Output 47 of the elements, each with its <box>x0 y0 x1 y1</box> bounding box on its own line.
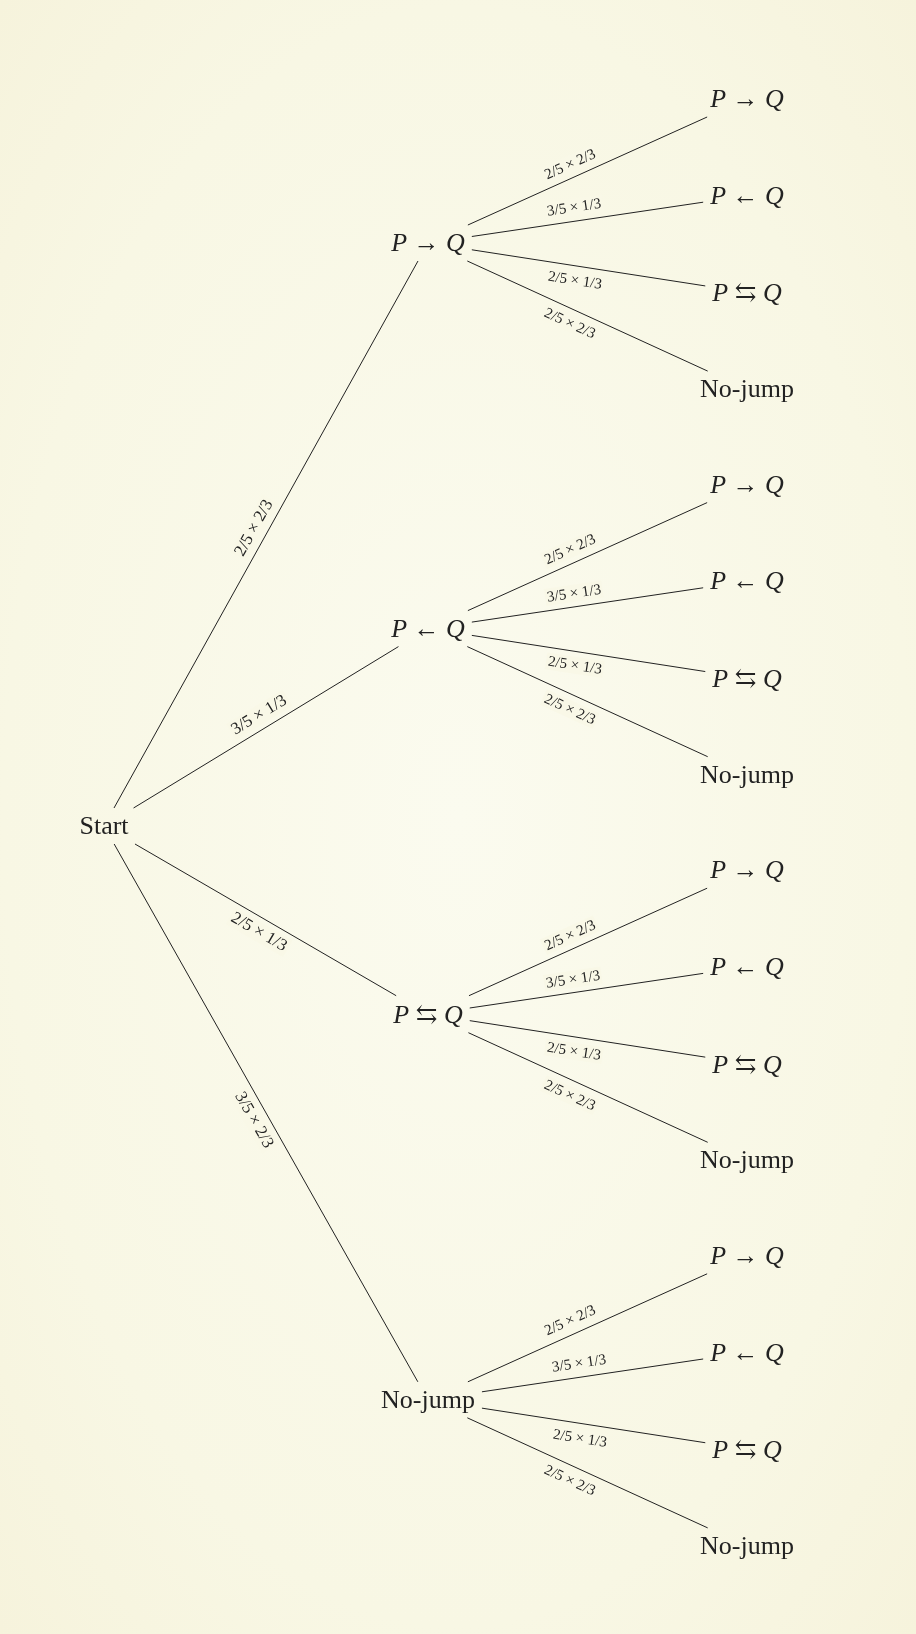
branch-line <box>471 249 706 287</box>
outcome-label: P ← Q <box>706 178 788 213</box>
branch-line <box>471 201 704 237</box>
outcome-label: P → Q <box>706 1238 788 1273</box>
branch-line <box>466 646 709 758</box>
outcome-label: P → Q <box>706 82 788 116</box>
outcome-label: P ⇆ Q <box>708 1046 786 1082</box>
probability-label: 3/5 × 1/3 <box>543 580 604 606</box>
probability-label: 3/5 × 1/3 <box>542 966 603 991</box>
branch-line <box>471 587 704 623</box>
outcome-label: No-jump <box>696 757 798 792</box>
branch-line <box>467 502 708 612</box>
probability-label: 2/5 × 1/3 <box>544 652 605 679</box>
branch-line <box>467 1032 709 1143</box>
outcome-label: No-jump <box>696 1143 798 1178</box>
branch-line <box>481 1407 706 1444</box>
branch-line <box>469 972 704 1009</box>
outcome-label: No-jump <box>696 1528 798 1563</box>
outcome-label: P ← Q <box>706 949 788 984</box>
outcome-label: No-jump <box>696 372 798 407</box>
branch-line <box>113 843 419 1383</box>
branch-line <box>481 1358 704 1393</box>
outcome-label: P ⇆ Q <box>708 1431 786 1467</box>
branch-line <box>469 1020 706 1058</box>
outcome-label: P → Q <box>706 467 788 502</box>
branch-line <box>467 1273 708 1383</box>
outcome-label: P ← Q <box>387 611 469 646</box>
branch-line <box>471 634 706 673</box>
probability-label: 2/5 × 2/3 <box>539 689 600 729</box>
probability-label: 2/5 × 2/3 <box>540 915 601 955</box>
branch-line <box>466 1417 709 1529</box>
outcome-label: P ⇆ Q <box>389 996 467 1032</box>
outcome-label: Start <box>75 809 133 843</box>
branch-line <box>133 646 399 809</box>
probability-label: 2/5 × 1/3 <box>543 1038 604 1064</box>
branch-line <box>113 260 419 809</box>
outcome-label: P → Q <box>706 853 788 888</box>
outcome-label: P ← Q <box>706 564 788 599</box>
branch-line <box>467 116 708 226</box>
outcome-label: P ⇆ Q <box>708 274 786 310</box>
outcome-label: P ← Q <box>706 1335 788 1370</box>
outcome-label: P ⇆ Q <box>708 660 786 696</box>
branch-line <box>466 260 709 372</box>
outcome-label: P → Q <box>387 226 469 260</box>
outcome-label: No-jump <box>377 1382 479 1417</box>
branch-line <box>468 887 708 997</box>
branch-line <box>134 843 397 997</box>
